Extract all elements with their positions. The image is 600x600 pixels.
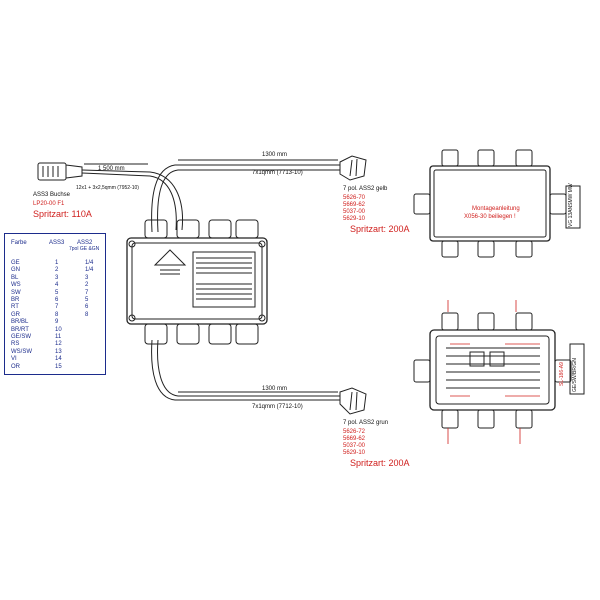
legend-ass3-pin: 10	[55, 326, 62, 333]
legend-ass3-pin: 1	[55, 260, 59, 266]
open-view-side-label-b: GE/SW/BR/GN	[572, 358, 578, 392]
legend-ass3-pin: 12	[55, 341, 62, 348]
legend-row: VI 14	[5, 356, 105, 363]
legend-color-code: SW	[11, 289, 21, 296]
bottom-part-4: 5629-10	[343, 450, 366, 456]
legend-color-code: BR/BL	[11, 319, 29, 326]
top-view-side-label: VG 13ANSMW MW	[568, 183, 574, 227]
plug-neck	[65, 164, 83, 179]
top-branch-cable-spec: 7x1qmm (7713-10)	[252, 170, 303, 176]
bottom-branch-cable	[151, 339, 340, 401]
legend-row: BR 6 5	[5, 297, 105, 304]
legend-color-code: RT	[11, 304, 19, 311]
ass3-cable-spec: 12x1 + 3x2,5qmm (7952-10)	[76, 185, 139, 191]
legend-color-code: WS/SW	[11, 348, 32, 355]
legend-ass3-pin: 4	[55, 282, 59, 289]
top-part-4: 5629-10	[343, 216, 366, 222]
junction-box	[126, 237, 268, 325]
legend-ass2-pin: 6	[85, 304, 89, 311]
legend-ass2-pin: 3	[85, 274, 89, 281]
legend-ass3-pin: 6	[55, 297, 59, 303]
legend-ass2-pin: 7	[85, 289, 89, 296]
main-cable	[81, 169, 184, 231]
top-spritzart: Spritzart: 200A	[350, 224, 410, 234]
ass3-spritzart: Spritzart: 110A	[33, 209, 92, 219]
legend-ass3-pin: 13	[55, 348, 62, 355]
ass2-grun-plug	[339, 387, 367, 415]
legend-color-code: WS	[11, 282, 21, 289]
legend-color-code: BR	[11, 297, 20, 303]
top-view-note-2: X056-30 beiliegen !	[464, 214, 516, 220]
main-cable-length: 1 500 mm	[98, 166, 125, 172]
top-view-box	[429, 165, 551, 242]
legend-ass2-pin: 1/4	[85, 260, 94, 266]
legend-row: RT 7 6	[5, 304, 105, 311]
open-view-box	[429, 329, 556, 411]
legend-col-ass3: ASS3	[49, 240, 65, 246]
legend-color-code: RS	[11, 341, 20, 348]
bottom-part-1: 5626-72	[343, 429, 366, 435]
legend-ass2-pin: 2	[85, 282, 89, 289]
open-view-side-label-a: SL-186-A9	[559, 362, 565, 386]
legend-row: GE 1 1/4	[5, 260, 105, 267]
ass3-part-number: LP20-00 F1	[33, 201, 65, 207]
legend-ass3-pin: 11	[55, 334, 62, 340]
bottom-part-3: 5037-00	[343, 443, 366, 449]
box-logo	[153, 249, 187, 266]
bottom-spritzart: Spritzart: 200A	[350, 458, 410, 468]
bottom-part-2: 5669-62	[343, 436, 366, 442]
legend-row: WS/SW 13	[5, 349, 105, 356]
legend-ass3-pin: 2	[55, 267, 59, 274]
top-branch-length: 1300 mm	[262, 152, 288, 158]
legend-ass3-pin: 14	[55, 356, 62, 363]
legend-ass3-pin: 9	[55, 319, 59, 326]
legend-row: BR/RT 10	[5, 327, 105, 334]
legend-color-code: OR	[11, 363, 20, 370]
legend-color-code: GR	[11, 311, 20, 318]
legend-color-code: GE	[11, 260, 20, 266]
legend-row: BR/BL 9	[5, 319, 105, 326]
legend-ass3-pin: 8	[55, 311, 59, 318]
bottom-branch-cable-spec: 7x1qmm (7712-10)	[252, 404, 303, 410]
legend-color-code: GN	[11, 267, 20, 274]
top-part-2: 5669-62	[343, 202, 366, 208]
legend-col-farbe: Farbe	[11, 240, 27, 246]
legend-row: GR 8 8	[5, 312, 105, 319]
legend-ass3-pin: 3	[55, 274, 59, 281]
legend-row: GN 2 1/4	[5, 267, 105, 274]
legend-ass2-pin: 8	[85, 311, 89, 318]
ass2-gelb-plug	[339, 155, 367, 181]
legend-row: GE/SW 11	[5, 334, 105, 341]
ass3-buchse-label: ASS3 Buchse	[33, 192, 71, 198]
legend-col-ass2-sub: 7pol GE &GN	[69, 246, 100, 252]
legend-row: SW 5 7	[5, 290, 105, 297]
legend-ass3-pin: 15	[55, 363, 62, 370]
top-plug-label: 7 pol. ASS2 gelb	[343, 186, 388, 192]
legend-col-ass2: ASS2	[77, 240, 93, 246]
top-view-note-1: Montageanleitung	[472, 206, 520, 212]
bottom-branch-length: 1300 mm	[262, 386, 288, 392]
legend-row: WS 4 2	[5, 282, 105, 289]
bottom-plug-label: 7 pol. ASS2 grun	[343, 420, 389, 426]
legend-color-code: GE/SW	[11, 334, 32, 340]
legend-ass2-pin: 5	[85, 297, 89, 303]
legend-ass2-pin: 1/4	[85, 267, 94, 274]
legend-color-code: VI	[11, 356, 17, 363]
top-part-3: 5037-00	[343, 209, 366, 215]
legend-ass3-pin: 5	[55, 289, 59, 296]
ass3-buchse-plug	[37, 162, 67, 181]
legend-row: RS 12	[5, 341, 105, 348]
legend-ass3-pin: 7	[55, 304, 59, 311]
top-part-1: 5626-70	[343, 195, 366, 201]
legend-row: BL 3 3	[5, 275, 105, 282]
legend-color-code: BL	[11, 274, 19, 281]
legend-row: OR 15	[5, 364, 105, 371]
legend-color-code: BR/RT	[11, 326, 29, 333]
